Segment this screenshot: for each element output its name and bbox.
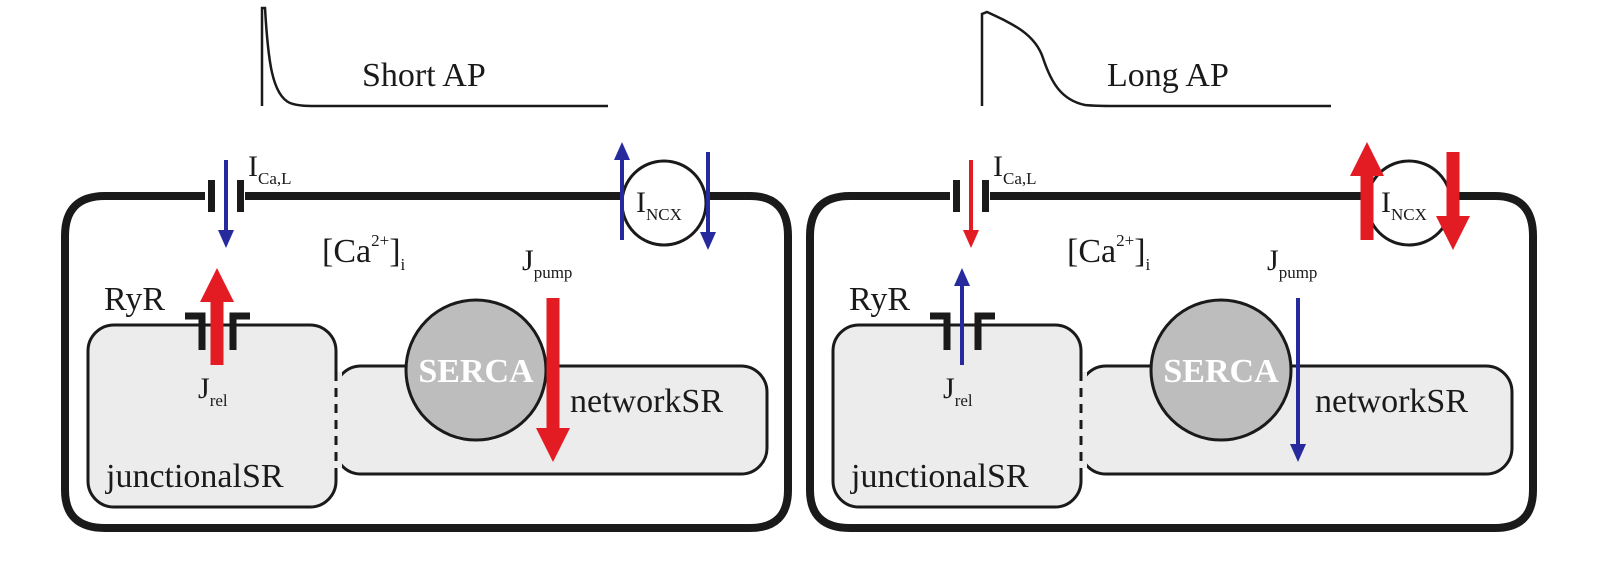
jrel-arrow [200,268,234,365]
jrel-label: Jrel [943,372,973,410]
ncx-influx-arrow [700,152,716,250]
cytosolic-calcium-label: [Ca2+]i [1067,231,1151,274]
ap-trace-long [980,10,1331,108]
l-type-calcium-channel [953,180,989,212]
cell-membrane [61,192,792,532]
ica-label: ICa,L [993,150,1037,188]
panel-long-ap: Long AP ICa,L INCX [Ca2+]i Jpump SERCA n… [806,10,1537,532]
flux-arrows [200,142,716,462]
jpump-arrow [1290,298,1306,462]
ap-label: Short AP [362,57,486,94]
jpump-label: Jpump [1267,244,1317,282]
ncx-exchanger [620,159,708,247]
ncx-efflux-arrow [614,142,630,240]
jpump-arrow [536,298,570,462]
ryr-channel [185,312,250,350]
ncx-influx-arrow [1436,152,1470,250]
ap-label: Long AP [1107,57,1229,94]
network-sr-label: networkSR [570,383,723,420]
serca-label: SERCA [418,353,534,390]
cytosolic-calcium-label: [Ca2+]i [322,231,406,274]
panel-short-ap: Short AP ICa,L INCX [Ca2+]i Jpump SERCA … [61,6,792,532]
serca-pump [1149,298,1293,442]
l-type-calcium-channel [208,180,244,212]
ryr-label: RyR [104,281,165,318]
flux-arrows [954,142,1470,462]
ica-label: ICa,L [248,150,292,188]
jrel-label: Jrel [198,372,228,410]
junctional-sr-label: junctionalSR [850,458,1029,495]
incx-label: INCX [636,186,682,224]
incx-label: INCX [1381,186,1427,224]
ica-arrow [218,160,234,248]
jrel-arrow [954,268,970,365]
ncx-efflux-arrow [1350,142,1384,240]
ryr-label: RyR [849,281,910,318]
jpump-label: Jpump [522,244,572,282]
ica-arrow [963,160,979,248]
ap-trace-short [260,6,608,108]
serca-pump [404,298,548,442]
junctional-sr-label: junctionalSR [105,458,284,495]
cell-membrane [806,192,1537,532]
network-sr-label: networkSR [1315,383,1468,420]
serca-label: SERCA [1163,353,1279,390]
ryr-channel [930,312,995,350]
